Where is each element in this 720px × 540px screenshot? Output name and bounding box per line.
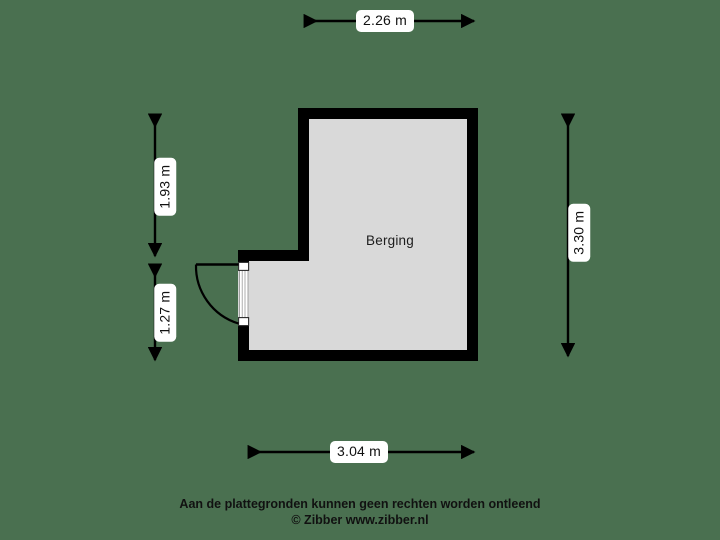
door-hinge-top xyxy=(238,261,250,271)
dimension-label-right: 3.30 m xyxy=(568,203,590,262)
door-leaf xyxy=(239,262,249,326)
footer-line-copyright: © Zibber www.zibber.nl xyxy=(291,513,429,527)
dimension-label-left-lower: 1.27 m xyxy=(154,283,176,342)
footer-disclaimer: Aan de plattegronden kunnen geen rechten… xyxy=(0,496,720,528)
dimension-label-bottom: 3.04 m xyxy=(330,441,388,463)
door-assembly[interactable] xyxy=(194,261,250,327)
footer-line-disclaimer: Aan de plattegronden kunnen geen rechten… xyxy=(179,497,541,511)
room-shape xyxy=(238,108,478,361)
door-hinge-bottom xyxy=(238,317,250,327)
dimension-label-left-upper: 1.93 m xyxy=(154,157,176,216)
door-swing-arc xyxy=(194,264,239,325)
dimension-label-top: 2.26 m xyxy=(356,10,414,32)
room-floor xyxy=(249,119,467,350)
room-label-berging: Berging xyxy=(366,233,414,248)
